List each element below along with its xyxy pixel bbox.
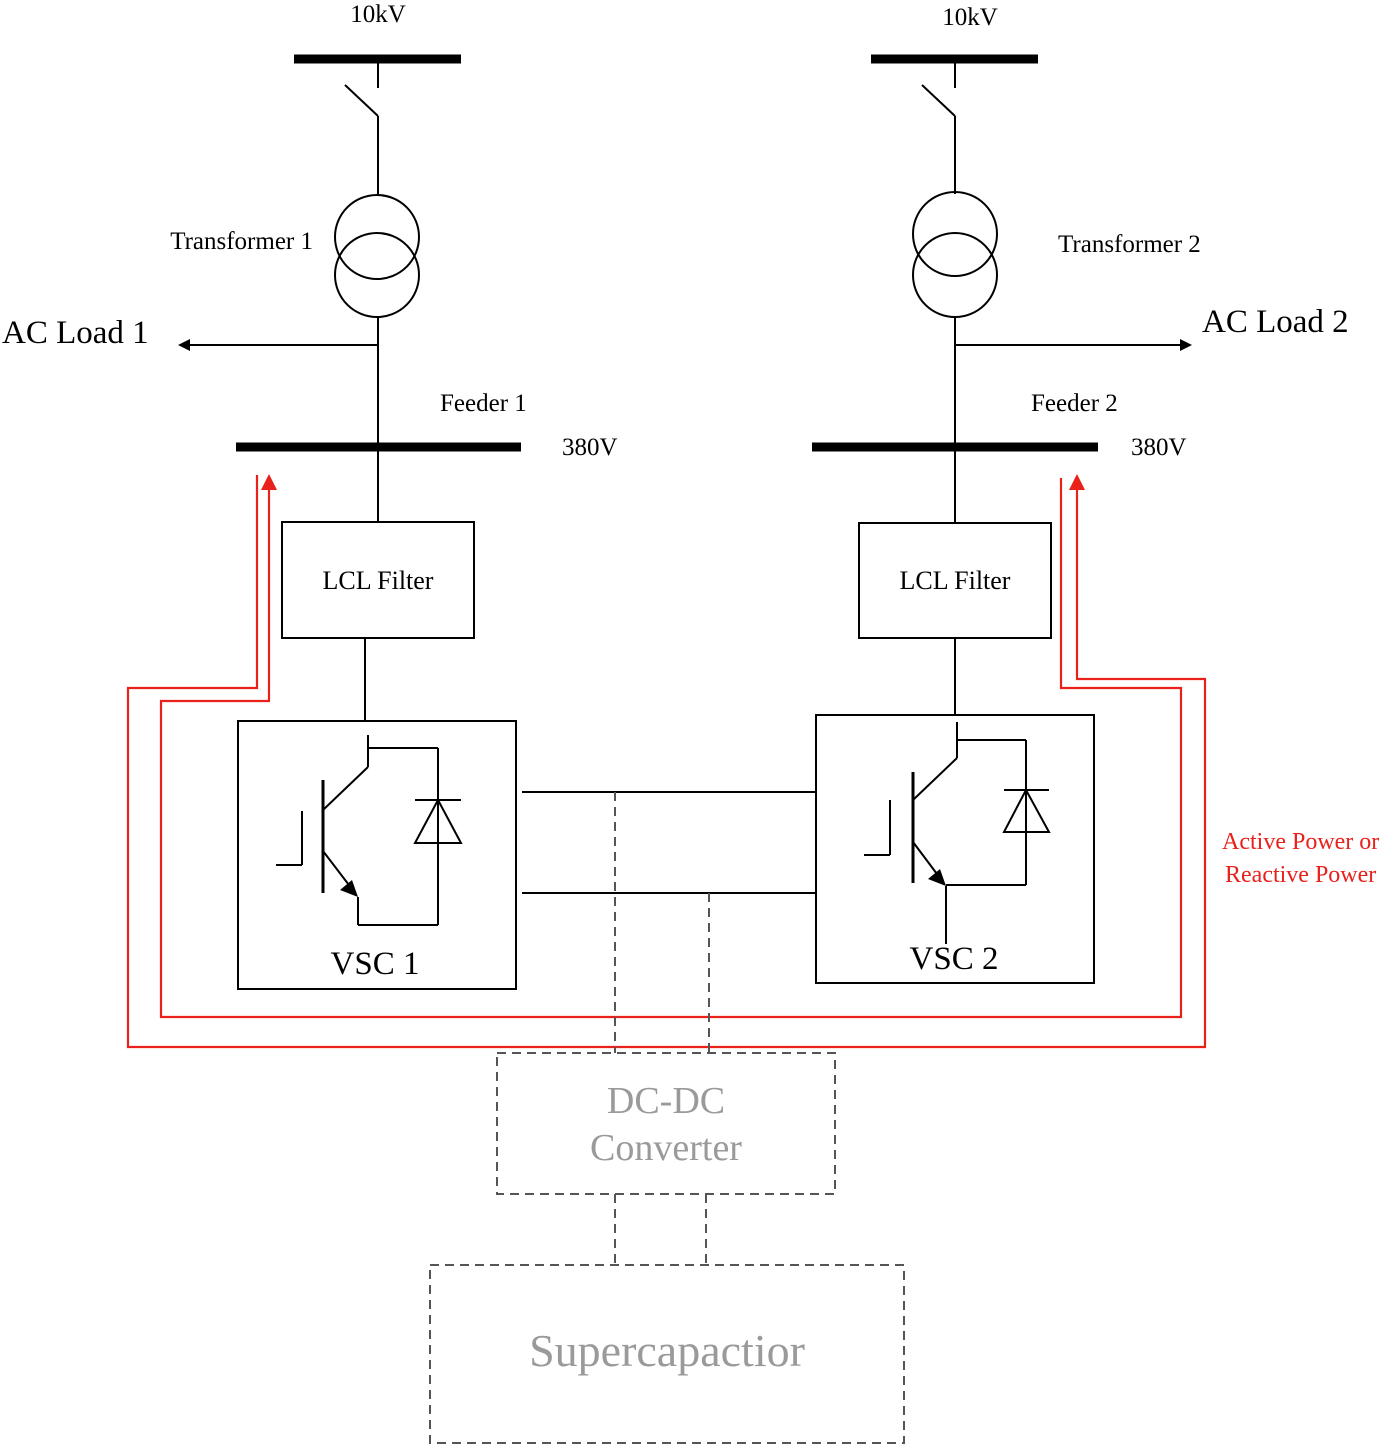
dcdc-converter-box [496, 1052, 836, 1195]
feeder-2-branch: 10kV Transformer 2 AC Load 2 Feeder 2 38… [812, 4, 1349, 984]
igbt-2-symbol [864, 722, 1027, 944]
lcl-filter-1-label: LCL Filter [323, 566, 434, 595]
power-flow-arrow-2 [1069, 474, 1085, 490]
dcdc-label-line-2: Converter [590, 1127, 742, 1169]
storage-branch: DC-DC Converter Supercapactior [429, 792, 905, 1444]
power-note-line-1: Active Power or [1222, 829, 1379, 855]
lcl-filter-1-box [281, 521, 475, 639]
vsc-1-label: VSC 1 [331, 946, 420, 982]
power-flow-arrow-1 [261, 474, 277, 490]
breaker-switch-2 [921, 63, 956, 194]
ac-load-1-label: AC Load 1 [2, 315, 149, 351]
feeder-1-branch: 10kV Transformer 1 AC Load 1 Feeder 1 38… [2, 1, 618, 990]
lcl-filter-2-label: LCL Filter [900, 566, 1011, 595]
vsc-2-label: VSC 2 [910, 941, 999, 977]
feeder-1-label: Feeder 1 [440, 390, 527, 417]
igbt-1-symbol [276, 735, 439, 926]
lcl-filter-2-box [858, 522, 1052, 639]
hv-voltage-label-1: 10kV [350, 1, 406, 28]
lv-voltage-label-2: 380V [1131, 434, 1187, 461]
feeder-2-label: Feeder 2 [1031, 390, 1118, 417]
dcdc-label-line-1: DC-DC [607, 1080, 725, 1122]
dc-link [522, 791, 816, 894]
transformer-2-symbol [912, 191, 998, 318]
breaker-switch-1 [344, 63, 379, 194]
power-flow-paths: Active Power or Reactive Power [126, 474, 1379, 1049]
vsc-1-box [237, 720, 517, 990]
supercapacitor-label: Supercapactior [529, 1325, 805, 1376]
transformer-2-label: Transformer 2 [1058, 231, 1201, 258]
supercapacitor-box [429, 1264, 905, 1444]
diode-1-symbol [413, 797, 463, 844]
diode-2-symbol [1002, 787, 1051, 833]
hv-voltage-label-2: 10kV [942, 4, 998, 31]
transformer-1-symbol [334, 194, 420, 318]
lv-voltage-label-1: 380V [562, 434, 618, 461]
ac-load-2-label: AC Load 2 [1202, 304, 1349, 340]
power-note-line-2: Reactive Power [1225, 862, 1376, 888]
transformer-1-label: Transformer 1 [170, 228, 313, 255]
